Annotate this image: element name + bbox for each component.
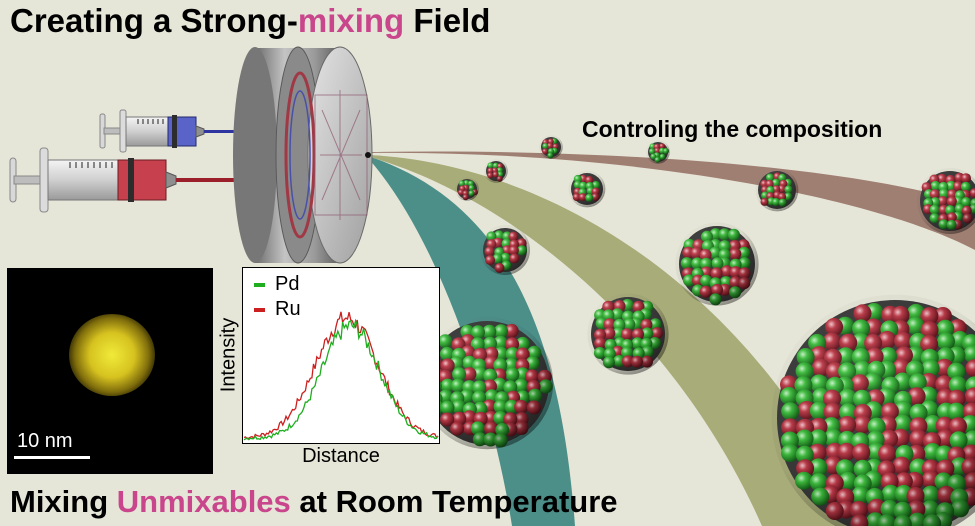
title-prefix: Creating a Strong- xyxy=(10,2,298,39)
title-highlight: mixing xyxy=(297,2,405,39)
nanoparticle xyxy=(917,168,975,234)
nanoparticle xyxy=(755,168,799,212)
y-axis-label: Intensity xyxy=(217,317,240,393)
bottom-title-highlight: Unmixables xyxy=(116,484,291,519)
bottom-title-suffix: at Room Temperature xyxy=(290,484,618,519)
legend-swatch-pd xyxy=(254,282,265,287)
bottom-title-prefix: Mixing xyxy=(10,484,117,519)
legend-item-ru: Ru xyxy=(254,298,301,321)
nanoparticle xyxy=(539,135,563,159)
page-title: Creating a Strong-mixing Field xyxy=(10,2,490,40)
nanoparticle xyxy=(420,316,554,450)
nanoparticle xyxy=(646,140,670,164)
syringe-red xyxy=(9,147,236,213)
title-suffix: Field xyxy=(404,2,491,39)
stream-rose xyxy=(372,151,975,250)
bottom-title: Mixing Unmixables at Room Temperature xyxy=(10,484,618,520)
nanoparticle-glow xyxy=(69,314,155,396)
composition-label: Controling the composition xyxy=(582,116,883,142)
scale-bar-label: 10 nm xyxy=(17,430,73,452)
legend-label-pd: Pd xyxy=(275,273,300,295)
legend-swatch-ru xyxy=(254,307,265,312)
profile-line-ru xyxy=(243,311,439,440)
nanoparticle xyxy=(587,293,669,375)
legend-label-ru: Ru xyxy=(275,298,301,320)
scale-bar xyxy=(14,456,90,459)
nanoparticle xyxy=(568,170,606,208)
profile-line-pd xyxy=(243,318,439,441)
nanoparticle xyxy=(675,222,759,306)
x-axis-label: Distance xyxy=(302,445,380,467)
syringe-blue xyxy=(99,109,236,153)
stream-olive xyxy=(370,155,860,526)
nanoparticle xyxy=(480,225,530,275)
intensity-profile-plot: Intensity Distance Pd Ru xyxy=(218,263,446,472)
legend-item-pd: Pd xyxy=(254,273,299,296)
plot-frame xyxy=(242,267,440,444)
tem-image: 10 nm xyxy=(7,268,213,474)
nanoparticle xyxy=(771,294,975,526)
nanoparticle xyxy=(455,177,479,201)
nanoparticle xyxy=(484,159,508,183)
mixer-device xyxy=(233,46,373,264)
profile-lines xyxy=(243,311,439,441)
